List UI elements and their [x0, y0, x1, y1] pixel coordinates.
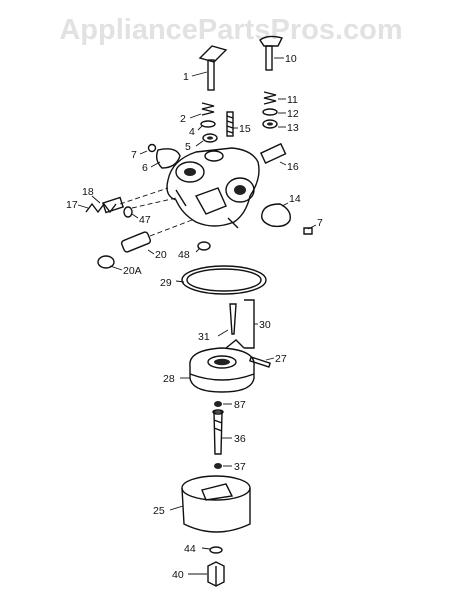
callout-2: 2 [180, 113, 186, 125]
part-7-screw-upper[interactable] [139, 143, 157, 155]
part-31-needle[interactable] [217, 303, 237, 337]
part-5-seal[interactable] [195, 133, 218, 147]
callout-5: 5 [185, 141, 191, 153]
callout-18: 18 [82, 186, 94, 198]
callout-27: 27 [275, 353, 287, 365]
part-15-screw[interactable] [226, 111, 238, 137]
callout-87: 87 [234, 399, 246, 411]
part-1-throttle-shaft[interactable] [191, 45, 228, 91]
callout-29: 29 [160, 277, 172, 289]
part-13-seal[interactable] [262, 119, 286, 129]
watermark: AppliancePartsPros.com [59, 14, 403, 46]
part-12-washer[interactable] [262, 108, 286, 116]
callout-6: 6 [142, 162, 148, 174]
callout-7b: 7 [317, 217, 323, 229]
callout-12: 12 [287, 108, 299, 120]
callout-13: 13 [287, 122, 299, 134]
callout-17: 17 [66, 199, 78, 211]
part-44-washer[interactable] [201, 546, 223, 554]
part-20A-cap[interactable] [97, 255, 123, 271]
part-27-pin[interactable] [248, 356, 275, 368]
callout-11: 11 [287, 94, 298, 106]
part-10-choke-shaft[interactable] [259, 35, 284, 71]
callout-40: 40 [172, 569, 184, 581]
callout-48: 48 [178, 249, 190, 261]
part-87-washer[interactable] [214, 401, 232, 407]
part-48-plug[interactable] [195, 241, 211, 253]
part-30-bracket [244, 299, 258, 349]
part-7-screw-lower[interactable] [303, 224, 317, 235]
callout-36: 36 [234, 433, 246, 445]
part-6-choke-plate[interactable] [150, 148, 181, 169]
callout-20A: 20A [123, 265, 142, 277]
part-25-float-bowl[interactable] [169, 475, 251, 533]
carburetor-body[interactable] [166, 147, 260, 229]
callout-25: 25 [153, 505, 165, 517]
callout-1: 1 [183, 71, 189, 83]
callout-15: 15 [239, 123, 251, 135]
part-28-float[interactable] [180, 339, 255, 393]
callout-44: 44 [184, 543, 196, 555]
part-40-bowl-nut[interactable] [188, 561, 225, 587]
part-36-main-nozzle[interactable] [212, 409, 232, 455]
part-4-washer[interactable] [197, 120, 216, 131]
part-18-spring-17-screw[interactable] [77, 187, 169, 214]
callout-30: 30 [259, 319, 271, 331]
part-2-spring[interactable] [189, 102, 215, 119]
callout-47: 47 [139, 214, 151, 226]
callout-14: 14 [289, 193, 301, 205]
callout-31: 31 [198, 331, 210, 343]
callout-16: 16 [287, 161, 299, 173]
callout-28: 28 [163, 373, 175, 385]
part-11-spring[interactable] [263, 91, 286, 105]
callout-37: 37 [234, 461, 246, 473]
callout-4: 4 [189, 126, 195, 138]
part-29-gasket[interactable] [175, 265, 267, 295]
callout-10: 10 [285, 53, 297, 65]
callout-20: 20 [155, 249, 167, 261]
part-37-washer[interactable] [214, 463, 232, 469]
callout-7a: 7 [131, 149, 137, 161]
part-47-plug[interactable] [123, 197, 177, 219]
callout-labels: 1 10 11 2 12 4 13 15 5 7 6 16 18 17 14 4… [66, 53, 323, 581]
part-20-nozzle[interactable] [120, 219, 193, 255]
part-14-plate[interactable] [261, 202, 291, 228]
part-16-fuel-inlet[interactable] [259, 142, 287, 166]
